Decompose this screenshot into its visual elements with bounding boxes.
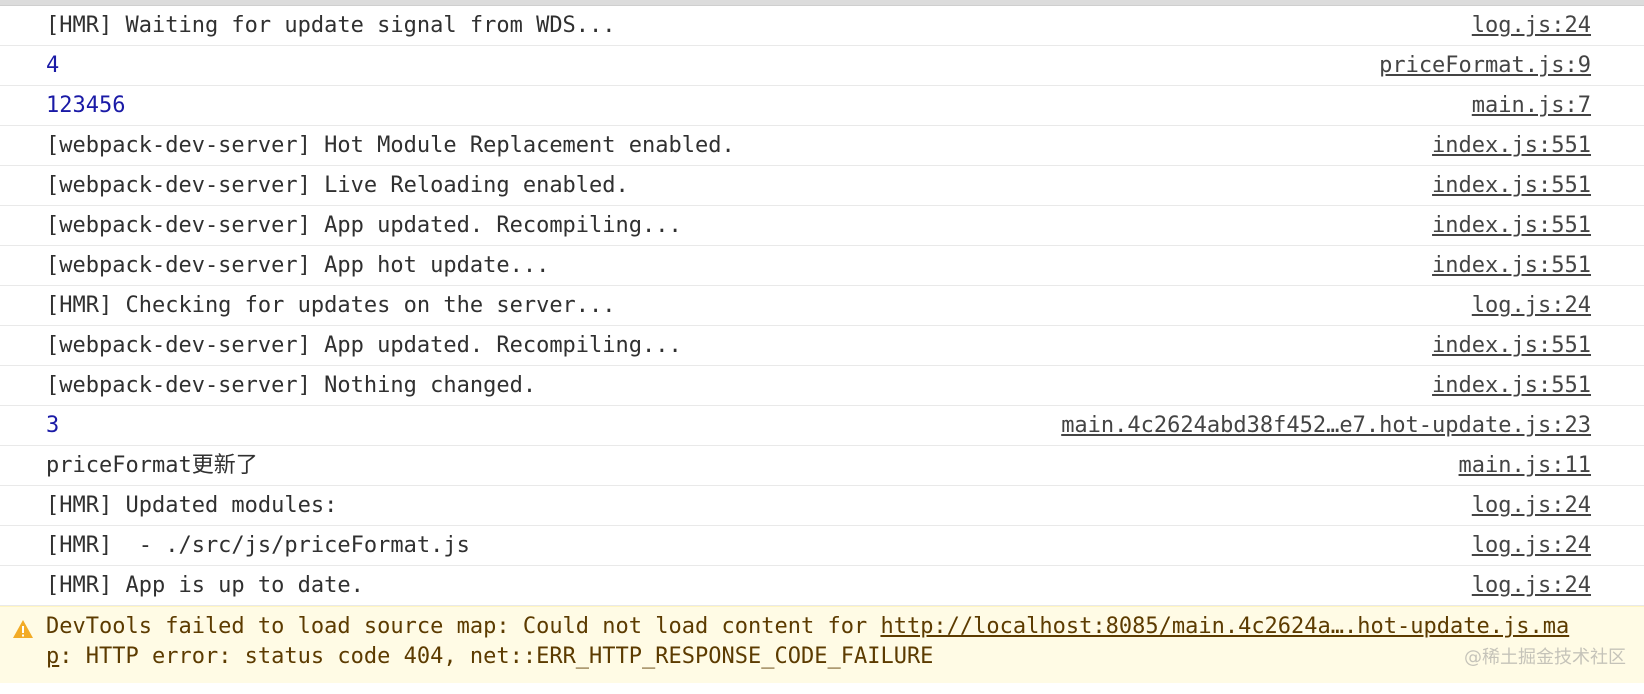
console-log-row: 4 priceFormat.js:9: [0, 46, 1644, 86]
console-log-list: [HMR] Waiting for update signal from WDS…: [0, 6, 1644, 606]
log-message: [webpack-dev-server] Nothing changed.: [46, 373, 537, 398]
log-message: [HMR] - ./src/js/priceFormat.js: [46, 533, 470, 558]
log-source-link[interactable]: log.js:24: [1471, 573, 1591, 598]
log-message: 123456: [46, 93, 126, 118]
log-message: 3: [46, 413, 60, 438]
log-source-link[interactable]: index.js:551: [1432, 333, 1591, 358]
console-log-row: [HMR] Updated modules: log.js:24: [0, 486, 1644, 526]
log-message: [webpack-dev-server] App hot update...: [46, 253, 550, 278]
log-message: [webpack-dev-server] App updated. Recomp…: [46, 333, 682, 358]
log-source-link[interactable]: index.js:551: [1432, 133, 1591, 158]
log-source-link[interactable]: log.js:24: [1471, 13, 1591, 38]
log-message: [webpack-dev-server] Hot Module Replacem…: [46, 133, 735, 158]
console-log-row: [HMR] Waiting for update signal from WDS…: [0, 6, 1644, 46]
source-map-warning: DevTools failed to load source map: Coul…: [0, 606, 1644, 683]
log-source-link[interactable]: log.js:24: [1471, 293, 1591, 318]
log-source-link[interactable]: log.js:24: [1471, 533, 1591, 558]
log-message: [webpack-dev-server] Live Reloading enab…: [46, 173, 629, 198]
warning-message: DevTools failed to load source map: Coul…: [46, 612, 1594, 672]
console-log-row: [webpack-dev-server] Nothing changed. ind…: [0, 366, 1644, 406]
log-source-link[interactable]: priceFormat.js:9: [1379, 53, 1591, 78]
log-message: [HMR] Updated modules:: [46, 493, 338, 518]
watermark: @稀土掘金技术社区: [1464, 647, 1626, 668]
console-log-row: priceFormat更新了 main.js:11: [0, 446, 1644, 486]
log-source-link[interactable]: main.js:7: [1471, 93, 1591, 118]
console-log-row: [webpack-dev-server] App updated. Recomp…: [0, 206, 1644, 246]
log-message: priceFormat更新了: [46, 453, 258, 478]
console-log-row: [HMR] - ./src/js/priceFormat.js log.js:24: [0, 526, 1644, 566]
console-log-row: 123456 main.js:7: [0, 86, 1644, 126]
console-log-row: [webpack-dev-server] App updated. Recomp…: [0, 326, 1644, 366]
source-map-link[interactable]: http://localhost:8085/main.4c2624a….hot-…: [46, 614, 1570, 669]
console-log-row: [webpack-dev-server] Live Reloading enab…: [0, 166, 1644, 206]
log-message: [HMR] App is up to date.: [46, 573, 364, 598]
log-source-link[interactable]: main.4c2624abd38f452…e7.hot-update.js:23: [1061, 413, 1591, 438]
console-log-row: [HMR] App is up to date. log.js:24: [0, 566, 1644, 606]
console-log-row: [HMR] Checking for updates on the server…: [0, 286, 1644, 326]
log-message: [webpack-dev-server] App updated. Recomp…: [46, 213, 682, 238]
log-message: [HMR] Waiting for update signal from WDS…: [46, 13, 616, 38]
warning-suffix: : HTTP error: status code 404, net::ERR_…: [59, 644, 934, 669]
warning-triangle-icon: [13, 620, 33, 638]
log-message: [HMR] Checking for updates on the server…: [46, 293, 616, 318]
log-source-link[interactable]: log.js:24: [1471, 493, 1591, 518]
log-source-link[interactable]: index.js:551: [1432, 253, 1591, 278]
console-log-row: 3 main.4c2624abd38f452…e7.hot-update.js:2…: [0, 406, 1644, 446]
log-source-link[interactable]: index.js:551: [1432, 213, 1591, 238]
console-log-row: [webpack-dev-server] App hot update... in…: [0, 246, 1644, 286]
log-source-link[interactable]: main.js:11: [1458, 453, 1591, 478]
log-source-link[interactable]: index.js:551: [1432, 173, 1591, 198]
warning-prefix: DevTools failed to load source map: Coul…: [46, 614, 881, 639]
console-top-divider: [0, 0, 1644, 6]
log-message: 4: [46, 53, 60, 78]
log-source-link[interactable]: index.js:551: [1432, 373, 1591, 398]
console-log-row: [webpack-dev-server] Hot Module Replacem…: [0, 126, 1644, 166]
